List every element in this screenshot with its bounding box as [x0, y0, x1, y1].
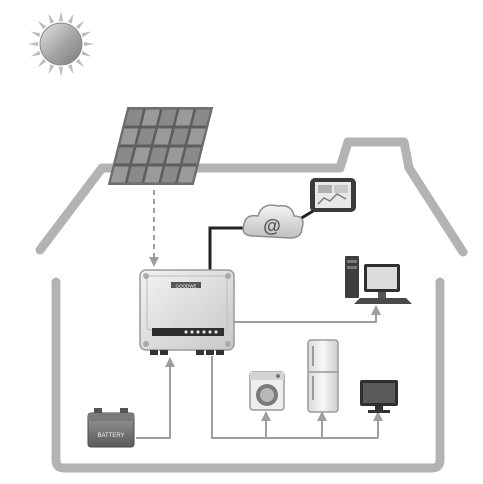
solar-cell — [141, 109, 160, 126]
sun-ray — [48, 64, 55, 75]
sun-ray — [83, 41, 94, 47]
sun-ray — [30, 50, 41, 57]
sun-ray — [75, 58, 85, 68]
solar-cell — [192, 109, 211, 126]
internet-symbol: @ — [263, 216, 281, 236]
solar-cell — [161, 166, 180, 183]
tablet-icon — [310, 178, 356, 212]
sun-ray — [30, 31, 41, 38]
sun-ray — [81, 31, 92, 38]
solar-panel-frame — [107, 107, 214, 185]
solar-cell — [158, 109, 177, 126]
tv-icon — [360, 380, 398, 413]
washing-machine-icon — [249, 371, 285, 411]
sun-ray — [37, 20, 47, 30]
load-distribution-line — [211, 356, 378, 439]
cloud-icon: @ — [242, 204, 304, 239]
solar-cell — [177, 166, 197, 183]
solar-cell — [115, 147, 134, 164]
sun-ray — [28, 41, 39, 47]
sun-ray — [58, 11, 64, 22]
inverter-brand: GOODWE — [176, 284, 197, 289]
solar-cell — [132, 147, 151, 164]
battery-label: BATTERY — [97, 433, 124, 439]
desktop-computer-icon — [345, 256, 412, 304]
solar-cell — [127, 166, 146, 183]
inverter-led — [208, 330, 212, 334]
sun-icon — [28, 11, 94, 77]
house-walls — [51, 277, 445, 473]
sun-rays — [28, 11, 94, 77]
solar-cell — [124, 109, 144, 126]
inverter-icon: GOODWE — [139, 269, 235, 355]
sun-ray — [37, 58, 47, 68]
solar-cell — [175, 109, 194, 126]
refrigerator-icon — [307, 339, 339, 413]
inverter-led — [202, 330, 206, 334]
inverter-led — [190, 330, 194, 334]
solar-cell — [153, 128, 172, 145]
solar-cell — [165, 147, 184, 164]
house-outline — [35, 137, 468, 473]
inverter-led — [184, 330, 188, 334]
inverter-led — [196, 330, 200, 334]
solar-panel-cells — [110, 109, 211, 183]
solar-cell — [149, 147, 168, 164]
solar-cell — [144, 166, 163, 183]
battery-icon: BATTERY — [87, 408, 135, 448]
house-roof — [35, 137, 468, 257]
sun-ray — [58, 66, 64, 77]
solar-cell — [170, 128, 189, 145]
sun-ray — [48, 13, 55, 24]
solar-cell — [120, 128, 139, 145]
solar-panel-icon — [107, 107, 214, 185]
solar-cell — [182, 147, 201, 164]
sun-ray — [67, 64, 74, 75]
inverter-led — [214, 330, 218, 334]
sun-ray — [67, 13, 74, 24]
sun-ray — [75, 20, 85, 30]
inverter-to-computer-line — [234, 305, 381, 323]
solar-cell — [137, 128, 156, 145]
solar-cell — [110, 166, 129, 183]
solar-cell — [187, 128, 206, 145]
sun-body — [39, 22, 83, 66]
inverter-status-leds — [184, 330, 218, 334]
battery-to-inverter-line — [136, 357, 175, 439]
sun-ray — [81, 50, 92, 57]
data-cable — [208, 226, 252, 280]
